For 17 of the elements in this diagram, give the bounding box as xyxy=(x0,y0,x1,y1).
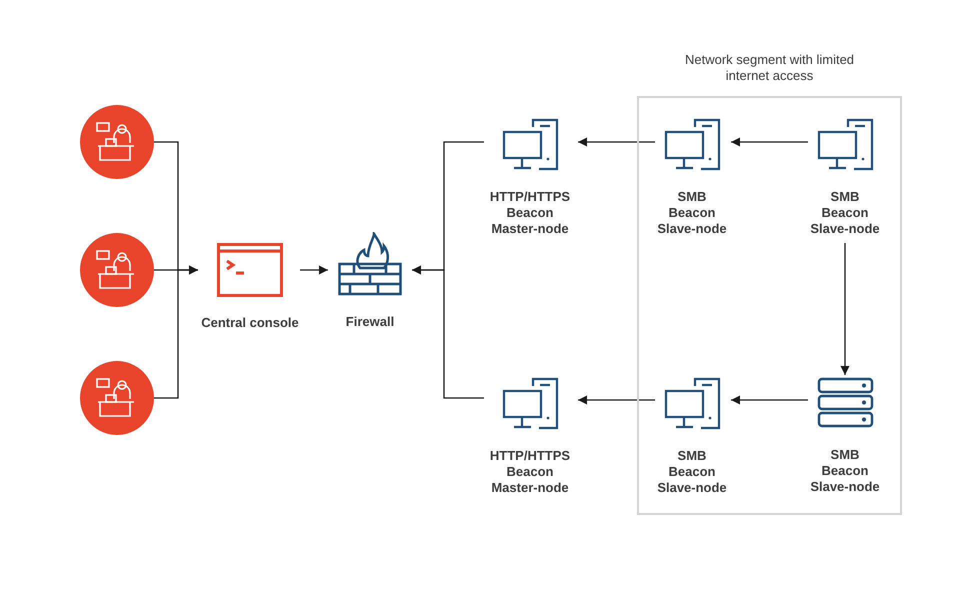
node-label: HTTP/HTTPS Beacon Master-node xyxy=(488,448,572,496)
node-label: SMB Beacon Slave-node xyxy=(656,189,728,237)
arrow xyxy=(731,138,808,146)
arrow xyxy=(154,266,198,399)
node-label: SMB Beacon Slave-node xyxy=(809,447,881,495)
arrow xyxy=(578,396,655,404)
node-label: Central console xyxy=(201,315,299,331)
node-label: HTTP/HTTPS Beacon Master-node xyxy=(488,189,572,237)
arrow xyxy=(578,138,655,146)
node-label: SMB Beacon Slave-node xyxy=(809,189,881,237)
arrow xyxy=(840,243,850,375)
segment-heading: Network segment with limited internet access xyxy=(684,52,856,84)
arrow xyxy=(412,266,484,399)
arrow xyxy=(300,266,328,274)
arrow xyxy=(731,396,808,404)
node-label: SMB Beacon Slave-node xyxy=(656,448,728,496)
node-label: Firewall xyxy=(346,314,394,330)
